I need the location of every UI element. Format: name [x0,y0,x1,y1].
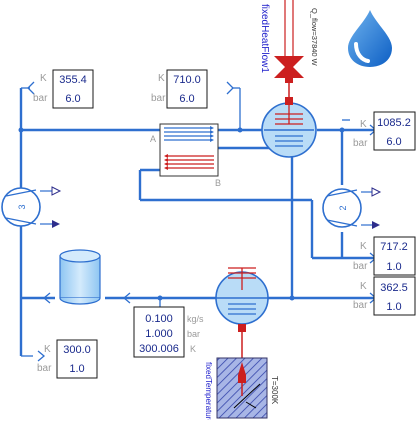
sensor-s4: K bar 717.2 1.0 [353,236,416,276]
compressor-label: 3 [17,204,27,209]
mass-flow-unit: kg/s [187,314,204,324]
t-fixed-label: T=300K [270,376,279,405]
sensor-s1: K bar 355.4 6.0 [33,69,94,109]
pressure-unit: bar [353,138,368,149]
temperature-value: 300.0 [63,344,91,356]
pressure-unit: bar [187,329,200,339]
temperature-value: 1085.2 [377,117,411,129]
turbine-label: 2 [338,205,348,210]
q-flow-label: Q_flow=37840 W [310,8,319,67]
temperature-value: 362.5 [380,282,408,294]
pressure-value: 1.000 [145,328,173,340]
sensor-s6: K bar 300.0 1.0 [37,339,98,379]
compressor-icon: 3 [1,186,62,228]
pressure-value: 6.0 [386,136,401,148]
port-a-label: A [150,134,156,144]
temperature-unit: K [360,241,367,252]
temperature-value: 717.2 [380,241,408,253]
tank-icon [59,249,101,305]
temperature-unit: K [190,344,196,354]
temperature-value: 710.0 [173,74,201,86]
temperature-unit: K [44,344,51,355]
sensor-s5: K bar 362.5 1.0 [353,276,416,316]
pressure-value: 1.0 [69,363,84,375]
flow-sensor: 0.100 1.000 300.006 kg/s bar K [133,306,204,358]
heat-source-icon: fixedHeatFlow1 Q_flow=37840 W [259,0,319,105]
fixed-heat-flow-label: fixedHeatFlow1 [259,4,270,73]
temperature-unit: K [360,119,367,130]
water-drop-icon [348,10,392,67]
temperature-value: 355.4 [59,74,87,86]
temperature-value: 300.006 [139,343,179,355]
port-b-label: B [215,178,221,188]
mass-flow-value: 0.100 [145,313,173,325]
pressure-value: 6.0 [179,93,194,105]
temperature-unit: K [360,281,367,292]
pressure-unit: bar [33,93,48,104]
heat-exchanger-icon: A B [150,123,221,188]
heater-icon [261,102,317,158]
fixed-temperature-label: fixedTemperature1 [204,362,213,420]
cooler-icon [215,267,269,358]
pressure-value: 6.0 [65,93,80,105]
temperature-unit: K [158,73,165,84]
turbine-icon: 2 [322,187,382,229]
pressure-value: 1.0 [386,301,401,313]
pressure-unit: bar [353,261,368,272]
pressure-unit: bar [151,93,166,104]
pressure-value: 1.0 [386,261,401,273]
pipes [18,81,378,362]
sensor-s3: K bar 1085.2 6.0 [353,111,416,151]
fixed-temperature-icon: fixedTemperature1 T=300K [204,357,279,425]
temperature-unit: K [40,73,47,84]
pressure-unit: bar [353,300,368,311]
pressure-unit: bar [37,363,52,374]
sensor-s2: K bar 710.0 6.0 [151,69,208,109]
